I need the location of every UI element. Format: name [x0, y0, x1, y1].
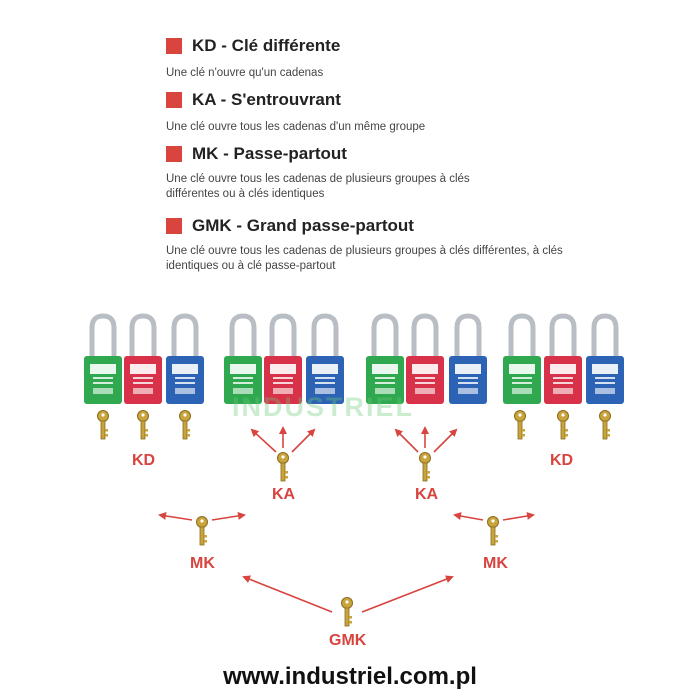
padlock-red: [406, 313, 444, 404]
legend-description: Une clé ouvre tous les cadenas d'un même…: [166, 121, 426, 133]
legend-marker: [166, 92, 182, 108]
key-icon: [277, 452, 289, 482]
gmk-label: GMK: [329, 632, 367, 649]
legend-marker: [166, 38, 182, 54]
padlock-blue: [586, 313, 624, 404]
padlock-green: [224, 313, 262, 404]
padlock-blue: [449, 313, 487, 404]
arrow: [211, 511, 246, 521]
mk-right-label: MK: [483, 555, 508, 572]
key-icon: [419, 452, 431, 482]
legend-title: KD - Clé différente: [192, 36, 341, 55]
padlock-red: [544, 313, 582, 404]
arrow: [242, 575, 333, 613]
padlock-green: [503, 313, 541, 404]
kd-right-label: KD: [550, 452, 574, 469]
padlock-green: [84, 313, 122, 404]
key-icon: [514, 410, 526, 440]
padlock-blue: [166, 313, 204, 404]
legend-description: Une clé ouvre tous les cadenas de plusie…: [166, 173, 470, 200]
key-icon: [97, 410, 109, 440]
ka-right-label: KA: [415, 486, 439, 503]
legend-title: KA - S'entrouvrant: [192, 90, 341, 109]
arrow: [394, 428, 419, 453]
arrow: [433, 428, 458, 453]
legend-marker: [166, 218, 182, 234]
padlock-blue: [306, 313, 344, 404]
watermark-text: INDUSTRIEL: [232, 392, 414, 422]
padlock-green: [366, 313, 404, 404]
legend-description: Une clé ouvre tous les cadenas de plusie…: [166, 245, 563, 272]
mk-left-label: MK: [190, 555, 215, 572]
key-icon: [179, 410, 191, 440]
ka-left-label: KA: [272, 486, 296, 503]
key-group: [97, 410, 611, 627]
arrow: [158, 511, 193, 521]
kd-left-label: KD: [132, 452, 156, 469]
arrow-group: [158, 426, 535, 613]
key-icon: [196, 516, 208, 546]
arrow: [361, 575, 454, 613]
key-icon: [341, 597, 353, 627]
padlock-red: [124, 313, 162, 404]
arrow: [291, 428, 316, 453]
key-icon: [487, 516, 499, 546]
key-icon: [557, 410, 569, 440]
arrow: [250, 428, 277, 453]
legend-description: Une clé n'ouvre qu'un cadenas: [166, 67, 324, 79]
key-icon: [137, 410, 149, 440]
arrow: [502, 512, 535, 521]
legend-marker: [166, 146, 182, 162]
legend-title: GMK - Grand passe-partout: [192, 216, 414, 235]
padlock-red: [264, 313, 302, 404]
key-icon: [599, 410, 611, 440]
footer-url: www.industriel.com.pl: [223, 663, 477, 690]
legend-title: MK - Passe-partout: [192, 144, 347, 163]
padlock-row: [84, 313, 624, 404]
arrow: [453, 512, 484, 521]
